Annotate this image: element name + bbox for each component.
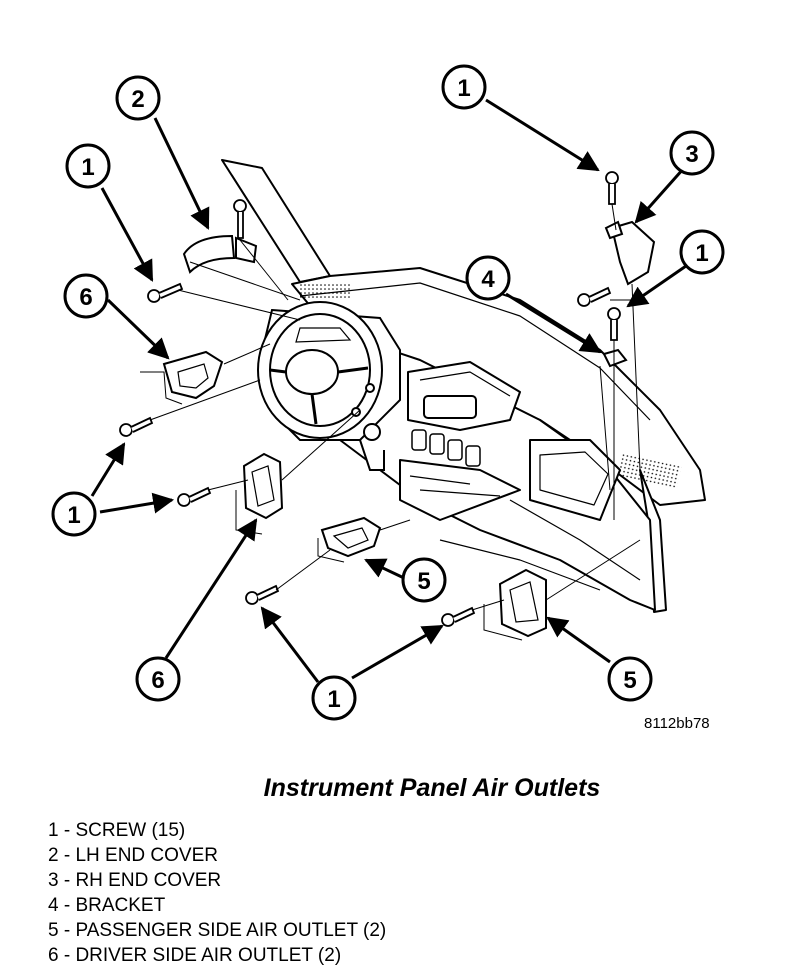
svg-text:5: 5 [623, 667, 636, 694]
callout-2: 2 [115, 75, 161, 121]
rh-end-cover [604, 220, 656, 286]
callout-1: 1 [51, 491, 97, 537]
screw-icon [245, 584, 280, 605]
svg-text:2: 2 [131, 86, 144, 113]
passenger-side-air-outlet [498, 568, 547, 638]
legend-item-driver-outlet: 6 - DRIVER SIDE AIR OUTLET (2) [48, 945, 342, 966]
legend-item-bracket: 4 - BRACKET [48, 895, 166, 916]
screw-icon [147, 282, 184, 303]
callout-1: 1 [65, 143, 111, 189]
screw-icon [233, 199, 247, 239]
legend-item-screw: 1 - SCREW (15) [48, 820, 186, 841]
figure-title: Instrument Panel Air Outlets [263, 774, 601, 802]
screw-icon [607, 307, 621, 341]
callout-5: 5 [607, 656, 653, 702]
callouts: 1 2 3 1 1 4 6 1 [51, 64, 725, 721]
screw-icon [441, 606, 476, 627]
svg-text:3: 3 [685, 141, 698, 168]
callout-5: 5 [401, 557, 447, 603]
driver-side-air-outlet [162, 350, 224, 400]
callout-4: 4 [465, 255, 511, 301]
callout-1: 1 [679, 229, 725, 275]
bracket [602, 348, 628, 368]
screw-icon [577, 286, 612, 307]
svg-text:1: 1 [81, 154, 94, 181]
figure-id: 8112bb78 [644, 715, 710, 732]
legend-item-rh-end-cover: 3 - RH END COVER [48, 870, 222, 891]
legend-item-lh-end-cover: 2 - LH END COVER [48, 845, 218, 866]
svg-text:1: 1 [695, 240, 708, 267]
passenger-side-air-outlet [320, 516, 382, 558]
assembly-lines [140, 203, 641, 641]
callout-6: 6 [135, 656, 181, 702]
svg-text:5: 5 [417, 568, 430, 595]
svg-text:4: 4 [481, 266, 495, 293]
svg-text:6: 6 [79, 284, 92, 311]
steering-wheel [257, 301, 401, 471]
callout-1: 1 [441, 64, 487, 110]
screw-icon [605, 171, 619, 205]
exploded-diagram: 1 2 3 1 1 4 6 1 [51, 64, 725, 721]
legend: 1 - SCREW (15) 2 - LH END COVER 3 - RH E… [48, 818, 386, 968]
callout-1: 1 [311, 675, 357, 721]
screw-icon [177, 486, 212, 507]
driver-side-air-outlet [242, 452, 284, 520]
lh-end-cover [182, 234, 258, 274]
legend-item-passenger-outlet: 5 - PASSENGER SIDE AIR OUTLET (2) [48, 920, 387, 941]
callout-6: 6 [63, 273, 109, 319]
screw-icon [119, 416, 154, 437]
leader-arrows [90, 98, 687, 683]
svg-text:6: 6 [151, 667, 164, 694]
svg-text:1: 1 [327, 686, 340, 713]
callout-3: 3 [669, 130, 715, 176]
svg-text:1: 1 [457, 75, 470, 102]
svg-text:1: 1 [67, 502, 80, 529]
